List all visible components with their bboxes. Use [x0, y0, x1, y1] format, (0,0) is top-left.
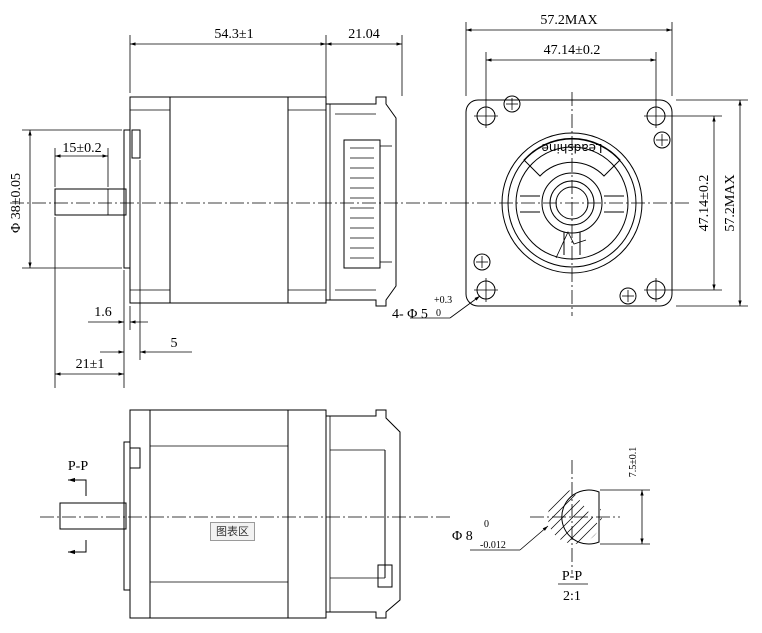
- section-label: P-P: [562, 569, 582, 584]
- dim-flat-depth: 7.5±0.1: [628, 447, 639, 478]
- dim-overall-width: 57.2MAX: [540, 13, 597, 28]
- end-view: Leadshine 57.2MAX 47.14±0.2 47.14±0.2 57…: [392, 13, 748, 322]
- encoder-cover: Leadshine: [501, 132, 643, 274]
- side-shaft: [59, 502, 127, 530]
- screw-top: [503, 95, 521, 113]
- dim-boss-diameter: Φ 38±0.05: [9, 173, 24, 233]
- side-body: [129, 409, 327, 619]
- side-view: P-P: [40, 409, 450, 619]
- shaft: [54, 188, 127, 216]
- dim-boss-height: 1.6: [94, 305, 112, 320]
- dim-overall-height: 57.2MAX: [723, 174, 738, 231]
- brand-logo: Leadshine: [541, 141, 602, 155]
- dim-shaft-upper-tol: 0: [484, 519, 489, 530]
- connector-housing: [325, 96, 397, 307]
- note-mounting-holes: 4- Φ 5: [392, 307, 428, 322]
- mounting-hole-tr: [644, 104, 668, 128]
- note-holes-upper-tol: +0.3: [434, 295, 452, 306]
- mounting-hole-tl: [474, 104, 498, 128]
- dim-hole-spacing-h: 47.14±0.2: [544, 43, 601, 58]
- mounting-hole-br: [644, 278, 668, 302]
- section-marker: P-P: [68, 459, 88, 474]
- front-view: 54.3±1 21.04 15±0.2 Φ 38±0.05 1.6 5 21±1: [9, 27, 455, 388]
- dim-shaft-offset: 5: [171, 336, 178, 351]
- dim-body-length: 54.3±1: [214, 27, 253, 42]
- dim-shaft-lower-tol: -0.012: [480, 540, 506, 551]
- dim-shaft-flat: 15±0.2: [62, 141, 101, 156]
- dim-connector-length: 21.04: [348, 27, 380, 42]
- mounting-hole-bl: [474, 278, 498, 302]
- dim-shaft-diameter: Φ 8: [452, 529, 473, 544]
- flange-square: [465, 99, 673, 307]
- screw-bottom: [619, 287, 637, 305]
- boss: [123, 129, 131, 269]
- note-holes-lower-tol: 0: [436, 308, 441, 319]
- motor-body: [129, 96, 327, 304]
- section-scale: 2:1: [563, 589, 581, 604]
- screw-right: [653, 131, 671, 149]
- section-view: 7.5±0.1 Φ 8 0 -0.012 P-P 2:1: [452, 447, 650, 604]
- dim-shaft-length: 21±1: [76, 357, 105, 372]
- shaft-section: [561, 489, 600, 545]
- screw-left: [473, 253, 491, 271]
- chart-area-watermark: 图表区: [210, 522, 255, 541]
- dim-hole-spacing-v: 47.14±0.2: [697, 175, 712, 232]
